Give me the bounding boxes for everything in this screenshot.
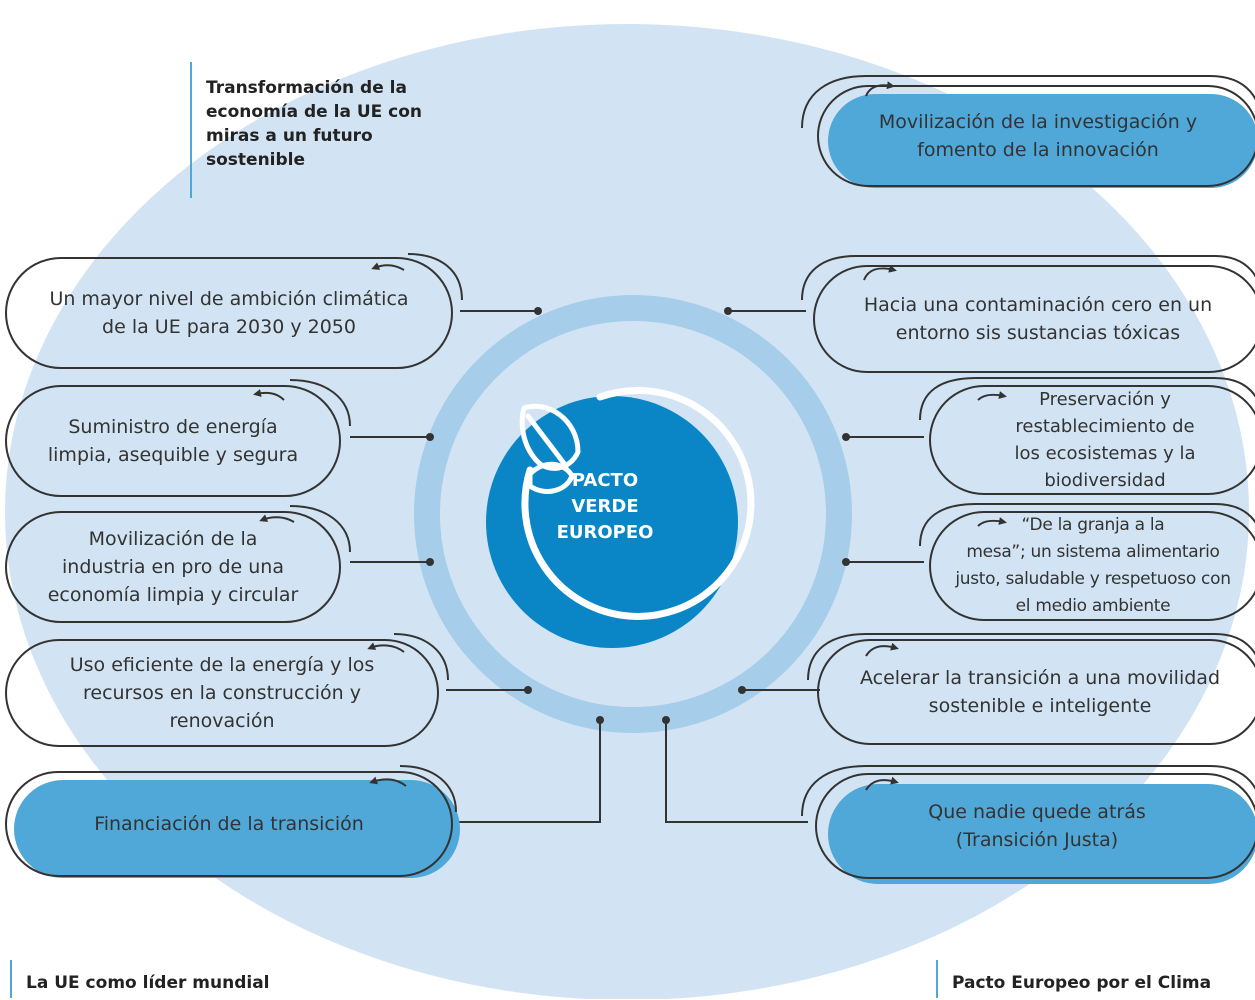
- item-ambicion-line1: Un mayor nivel de ambición climática: [49, 288, 409, 310]
- item-energia-limpia: Suministro de energía limpia, asequible y…: [6, 386, 340, 496]
- center-title-line1: PACTO: [571, 470, 639, 491]
- left-box-5: [5, 765, 460, 878]
- item-contaminacion-line2: entorno sis sustancias tóxicas: [895, 322, 1181, 344]
- center-inner-arc: [521, 386, 755, 620]
- item-granja-line2: mesa”; un sistema alimentario: [966, 542, 1220, 562]
- item-biodiversidad-line1: Preservación y: [1039, 389, 1171, 410]
- item-granja-line3: justo, saludable y respetuoso con: [955, 569, 1231, 589]
- item-ambicion-climatica: Un mayor nivel de ambición climática de l…: [6, 258, 452, 368]
- item-ambicion-line2: de la UE para 2030 y 2050: [102, 316, 356, 338]
- item-investigacion-line2: fomento de la innovación: [917, 139, 1159, 161]
- item-granja-line4: el medio ambiente: [1015, 596, 1171, 616]
- leaf-icon: [519, 403, 581, 494]
- item-movilidad: Acelerar la transición a una movilidad so…: [818, 640, 1255, 744]
- item-industria-line1: Movilización de la: [88, 528, 258, 550]
- item-construccion-line2: recursos en la construcción y: [82, 682, 361, 704]
- item-energia-line2: limpia, asequible y segura: [47, 444, 299, 466]
- item-granja-line1: “De la granja a la: [1021, 515, 1165, 535]
- right-box-4: [919, 503, 1255, 621]
- heading-lider-mundial: La UE como líder mundial: [10, 960, 270, 998]
- item-transicion-justa-line2: (Transición Justa): [955, 829, 1119, 851]
- center-title-line2: VERDE: [571, 496, 639, 517]
- item-construccion: Uso eficiente de la energía y los recurso…: [6, 640, 438, 746]
- center-title: PACTO VERDE EUROPEO: [550, 468, 660, 546]
- left-box-1: [5, 253, 463, 369]
- item-movilidad-line1: Acelerar la transición a una movilidad: [859, 667, 1221, 689]
- right-box-5: [807, 633, 1255, 745]
- item-transicion-justa: Que nadie quede atrás (Transición Justa): [816, 774, 1255, 878]
- heading-pacto-clima-text: Pacto Europeo por el Clima: [952, 973, 1212, 993]
- item-financiacion-line1: Financiación de la transición: [94, 813, 364, 835]
- item-investigacion: Movilización de la investigación y foment…: [818, 86, 1255, 186]
- item-industria-line3: economía limpia y circular: [47, 584, 299, 606]
- item-biodiversidad: Preservación y restablecimiento de los eco…: [930, 384, 1255, 496]
- item-contaminacion-cero: Hacia una contaminación cero en un entorn…: [814, 266, 1255, 372]
- left-box-4: [5, 633, 449, 747]
- connector-right-5: [665, 720, 808, 823]
- item-construccion-line3: renovación: [169, 710, 275, 732]
- center-circle: [486, 396, 738, 648]
- right-box-2: [801, 255, 1255, 373]
- heading-lider-mundial-text: La UE como líder mundial: [26, 973, 270, 993]
- right-box-6: [801, 765, 1255, 884]
- left-box-2: [5, 379, 351, 497]
- outer-ring: [414, 295, 852, 733]
- item-financiacion: Financiación de la transición: [6, 772, 452, 876]
- left-box-3: [5, 505, 351, 623]
- heading-pacto-clima: Pacto Europeo por el Clima: [936, 960, 1211, 998]
- item-biodiversidad-line3: los ecosistemas y la: [1014, 443, 1196, 464]
- item-contaminacion-line1: Hacia una contaminación cero en un: [863, 294, 1213, 316]
- center-title-line3: EUROPEO: [556, 522, 654, 543]
- right-box-1: [801, 75, 1255, 188]
- heading-transformacion: Transformación de la economía de la UE c…: [190, 62, 426, 198]
- item-construccion-line1: Uso eficiente de la energía y los: [69, 654, 375, 676]
- heading-transformacion-text: Transformación de la economía de la UE c…: [206, 78, 423, 170]
- item-energia-line1: Suministro de energía: [68, 416, 278, 438]
- item-biodiversidad-line2: restablecimiento de: [1015, 416, 1195, 437]
- item-industria-line2: industria en pro de una: [62, 556, 284, 578]
- item-movilidad-line2: sostenible e inteligente: [928, 695, 1152, 717]
- item-transicion-justa-line1: Que nadie quede atrás: [928, 801, 1146, 823]
- item-biodiversidad-line4: biodiversidad: [1044, 470, 1166, 491]
- item-investigacion-line1: Movilización de la investigación y: [878, 111, 1198, 133]
- item-granja-mesa: “De la granja a la mesa”; un sistema alim…: [924, 510, 1255, 622]
- right-box-3: [919, 377, 1255, 495]
- connector-left-5: [456, 720, 601, 823]
- item-industria: Movilización de la industria en pro de un…: [6, 512, 340, 622]
